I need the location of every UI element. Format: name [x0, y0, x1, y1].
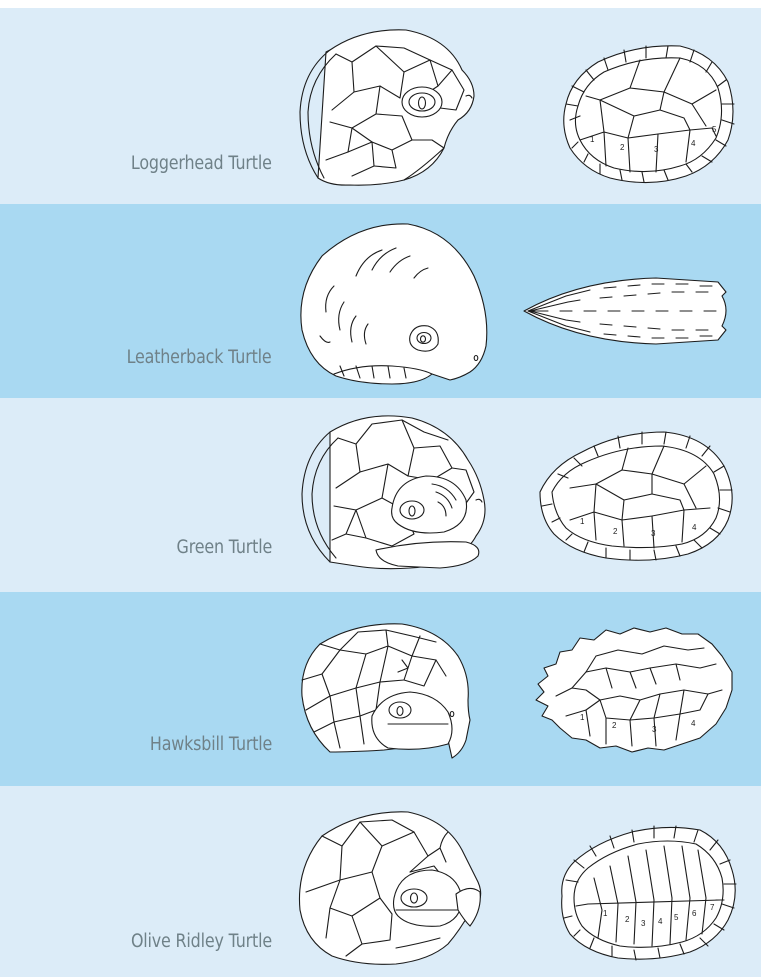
- scute-label: 3: [651, 529, 656, 538]
- scute-label: 2: [620, 143, 625, 152]
- scute-label: 1: [580, 517, 585, 526]
- scute-label: 2: [625, 915, 630, 924]
- scute-label: 1: [590, 135, 595, 144]
- olive-ridley-head-illustration: [299, 812, 480, 964]
- loggerhead-carapace-illustration: 1 2 3 4 5: [564, 46, 734, 183]
- scute-label: 1: [580, 713, 585, 722]
- scute-label: 3: [654, 145, 659, 154]
- scute-label: 5: [712, 125, 717, 134]
- scute-label: 2: [612, 721, 617, 730]
- leatherback-carapace-illustration: [524, 278, 726, 344]
- scute-label: 4: [658, 917, 663, 926]
- scute-label: 6: [692, 909, 697, 918]
- hawksbill-head-illustration: [302, 624, 470, 758]
- olive-ridley-carapace-illustration: 1 2 3 4 5 6 7: [562, 826, 736, 960]
- scute-label: 3: [652, 725, 657, 734]
- scute-label: 4: [692, 523, 697, 532]
- scute-label: 2: [613, 527, 618, 536]
- loggerhead-head-illustration: [300, 30, 474, 185]
- green-carapace-illustration: 1 2 3 4: [540, 432, 732, 560]
- scute-label: 7: [710, 903, 715, 912]
- scute-label: 4: [691, 719, 696, 728]
- scute-label: 5: [674, 913, 679, 922]
- leatherback-head-illustration: [301, 224, 487, 384]
- hawksbill-carapace-illustration: 1 2 3 4: [536, 628, 732, 752]
- scute-label: 1: [603, 909, 608, 918]
- scute-label: 3: [641, 919, 646, 928]
- green-head-illustration: [302, 416, 485, 569]
- scute-label: 4: [691, 139, 696, 148]
